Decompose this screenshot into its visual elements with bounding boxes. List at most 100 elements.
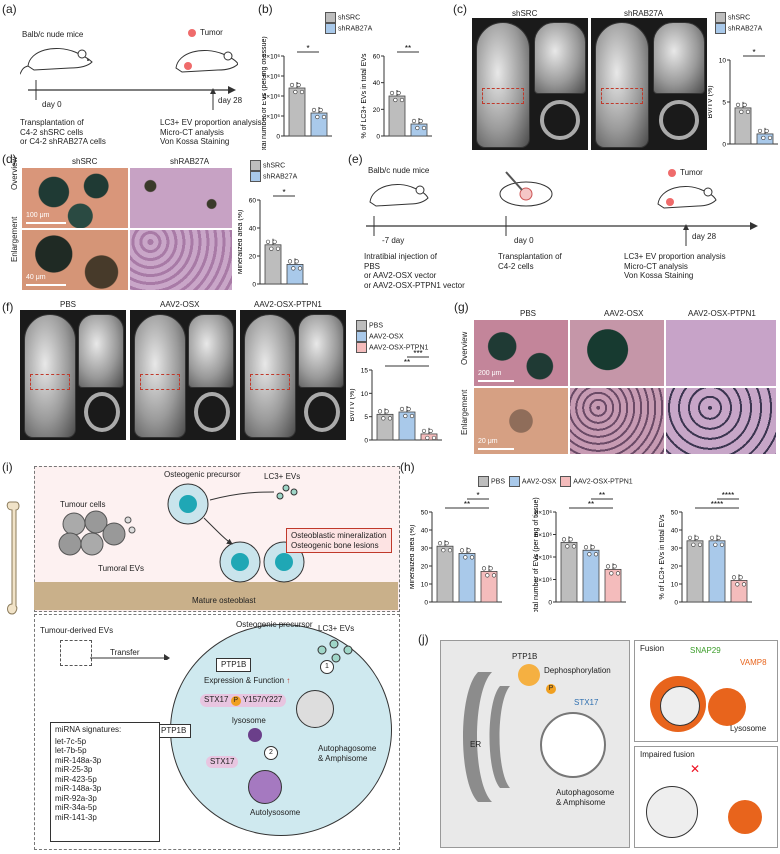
data-point <box>403 413 408 419</box>
f-col1: PBS <box>60 300 77 309</box>
data-point <box>583 545 589 550</box>
tumor-label-a: Tumor <box>200 28 223 37</box>
data-point <box>428 428 433 434</box>
data-point <box>485 573 490 578</box>
d-row2: Enlargement <box>10 216 19 262</box>
y-tick-label: 0 <box>548 600 552 607</box>
data-point <box>409 413 415 419</box>
osteoblast-diagram <box>167 483 305 583</box>
data-point <box>609 571 614 576</box>
significance-label: **** <box>711 500 723 509</box>
bone-render <box>476 22 530 148</box>
data-point <box>735 102 741 107</box>
osteogenic-precursor-cell <box>170 624 392 836</box>
g-row1: Overview <box>460 331 469 365</box>
data-point <box>294 259 299 264</box>
significance-label: *** <box>413 349 422 358</box>
mechanism-box <box>34 614 400 850</box>
panel-label-h: (h) <box>400 460 415 474</box>
significance-label: ** <box>599 491 605 500</box>
data-point <box>463 555 468 560</box>
significance-label: * <box>752 48 755 57</box>
data-point <box>761 135 766 141</box>
bone-render <box>24 314 76 438</box>
vonkossa-enlarge-shsrc <box>22 230 128 290</box>
vonkossa-overview-shsrc <box>22 168 128 228</box>
step-2: 2 <box>264 746 278 760</box>
bone-cross-section <box>540 100 580 140</box>
mirna-title: miRNA signatures: <box>55 725 122 734</box>
j-lysosome: Lysosome <box>730 724 767 733</box>
autophagosome-unfused <box>646 786 698 838</box>
y-axis-label: % of LC3+ EVs in total EVs <box>659 514 666 600</box>
bone-cross-section <box>84 392 120 432</box>
data-point <box>275 246 281 251</box>
roi-box <box>601 88 643 104</box>
y-tick-label: 0 <box>424 600 428 607</box>
tumor-dot <box>188 29 196 37</box>
y-tick-label: 0 <box>722 142 726 149</box>
legend-f: PBS AAV2-OSX AAV2-OSX-PTPN1 <box>356 320 428 353</box>
bone-render <box>595 22 649 148</box>
data-point <box>568 537 573 542</box>
bone-icon <box>6 501 20 615</box>
bone-cross-section <box>194 392 230 432</box>
data-point <box>387 416 393 421</box>
data-point <box>612 564 617 569</box>
legend-b: shSRC shRAB27A <box>325 12 372 34</box>
y-tick-label: 40 <box>421 528 429 535</box>
mouse-icon <box>369 184 429 207</box>
y-axis-label: BV/TV (%) <box>350 388 356 421</box>
i-ptp1b2: PTP1B <box>156 724 192 738</box>
vonkossa-overview-osx <box>570 320 664 386</box>
vonkossa-overview-ptpn1 <box>666 320 776 386</box>
y-tick-label: 4×10⁶ <box>263 94 281 101</box>
data-point <box>384 409 389 414</box>
j-impaired: Impaired fusion <box>640 750 695 759</box>
bone-render <box>244 314 296 438</box>
tumour-cells-cluster <box>58 510 136 556</box>
y-tick-label: 40 <box>373 80 381 87</box>
effect-box: Osteoblastic mineralization Osteogenic b… <box>286 528 392 553</box>
j-fusion: Fusion <box>640 644 665 653</box>
legend-c: shSRC shRAB27A <box>715 12 762 34</box>
bar <box>480 571 498 603</box>
data-point <box>481 566 487 571</box>
data-point <box>315 114 320 120</box>
lysosome-fusing <box>708 688 746 726</box>
mouse-label-a: Balb/c nude mice <box>22 30 84 39</box>
i-effect1: Osteoblastic mineralization <box>291 531 387 540</box>
data-point <box>269 246 274 251</box>
e-dayneg7: -7 day <box>382 236 405 245</box>
ptp1b-icon <box>518 664 540 686</box>
j-ptp1b: PTP1B <box>512 652 538 661</box>
mouse-icon <box>20 48 93 75</box>
i-autolysosome: Autolysosome <box>250 808 301 817</box>
data-point <box>757 128 763 134</box>
g-col1: PBS <box>520 309 537 318</box>
legend-h: PBS AAV2-OSX AAV2-OSX-PTPN1 <box>478 476 633 487</box>
c-col-shsrc: shSRC <box>512 9 538 18</box>
bar <box>560 541 578 603</box>
vonkossa-overview-pbs <box>474 320 568 386</box>
data-point <box>709 535 715 540</box>
autolysosome-icon <box>248 770 282 804</box>
data-point <box>399 406 405 412</box>
scale-bar <box>478 448 514 450</box>
data-point <box>716 535 721 540</box>
i-tumoral-evs: Tumoral EVs <box>98 564 144 573</box>
lysosome-unfused <box>728 800 762 834</box>
g-col2: AAV2-OSX <box>604 309 644 318</box>
y-tick-label: 40 <box>671 528 679 535</box>
y-tick-label: 20 <box>373 107 381 114</box>
mouse-tumor-icon <box>175 50 238 73</box>
i-transfer: Transfer <box>110 648 140 657</box>
bone-zoom <box>298 314 344 388</box>
data-point <box>289 82 295 88</box>
data-point <box>297 266 303 271</box>
